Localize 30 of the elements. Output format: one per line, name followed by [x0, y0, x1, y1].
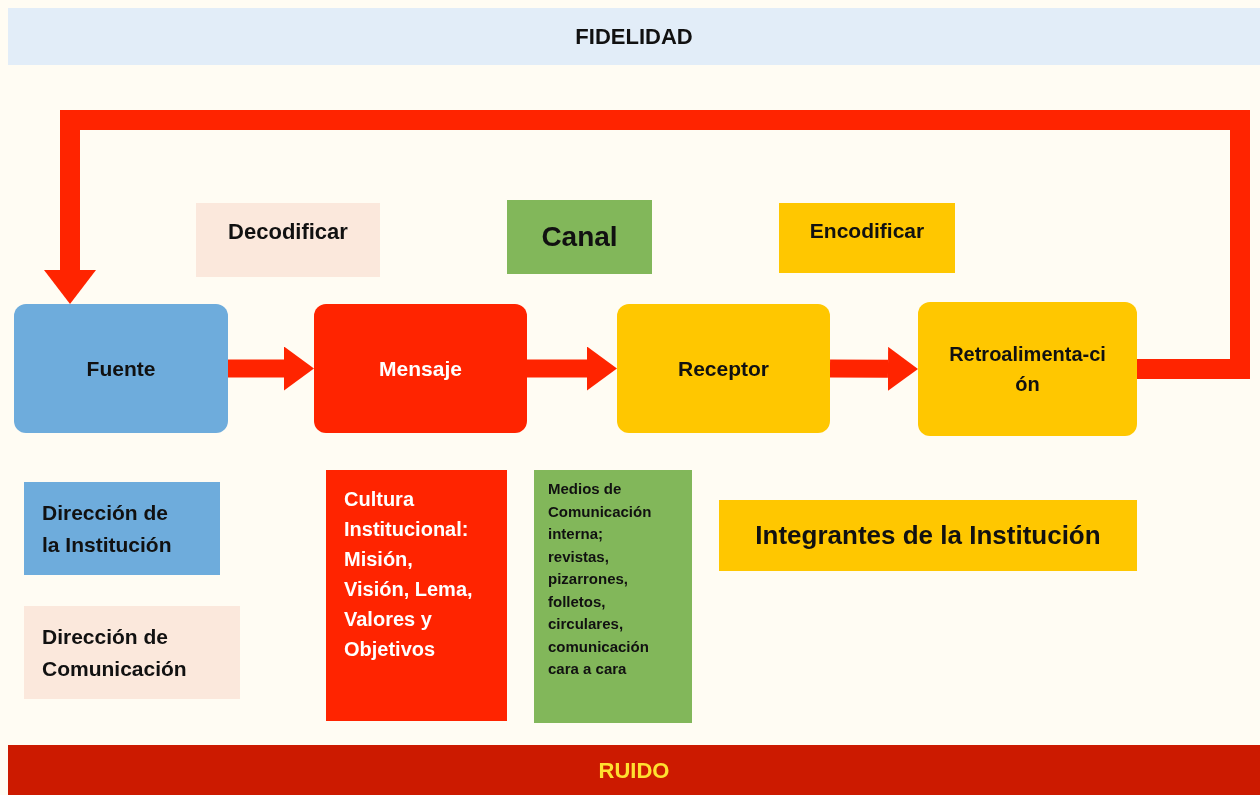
- node-text: Encodificar: [809, 218, 925, 245]
- label-box: [779, 203, 955, 273]
- node-text: Medios de Comunicación interna; revistas, pizarrones, folletos, circulares, comunicación cara a cara: [548, 479, 653, 679]
- process-box: [617, 304, 830, 433]
- node-text: Retroalimenta-ci ón: [948, 342, 1107, 397]
- node-text: Dirección de la Institución: [42, 500, 173, 558]
- node-text: Fuente: [86, 355, 156, 382]
- arrow: [527, 346, 617, 391]
- info-box: [326, 470, 507, 721]
- band: [8, 8, 1260, 65]
- node-text: Decodificar: [228, 217, 348, 246]
- label-box: [507, 200, 652, 274]
- process-box: [918, 302, 1137, 436]
- node-text: Cultura Institucional: Misión, Visión, Lema, Valores y Objetivos: [344, 487, 474, 662]
- arrow: [228, 346, 314, 391]
- arrow: [44, 110, 1250, 379]
- node-text: Mensaje: [379, 355, 462, 382]
- info-box: [719, 500, 1137, 571]
- node-text: RUIDO: [598, 756, 670, 785]
- arrow: [829, 346, 918, 391]
- info-box: [24, 482, 220, 575]
- process-box: [314, 304, 527, 433]
- node-text: Dirección de Comunicación: [42, 624, 188, 682]
- node-text: Integrantes de la Institución: [755, 519, 1101, 552]
- process-box: [14, 304, 228, 433]
- node-text: FIDELIDAD: [575, 23, 693, 51]
- node-text: Receptor: [678, 355, 769, 382]
- band: [8, 745, 1260, 795]
- node-text: Canal: [541, 220, 618, 254]
- info-box: [534, 470, 692, 723]
